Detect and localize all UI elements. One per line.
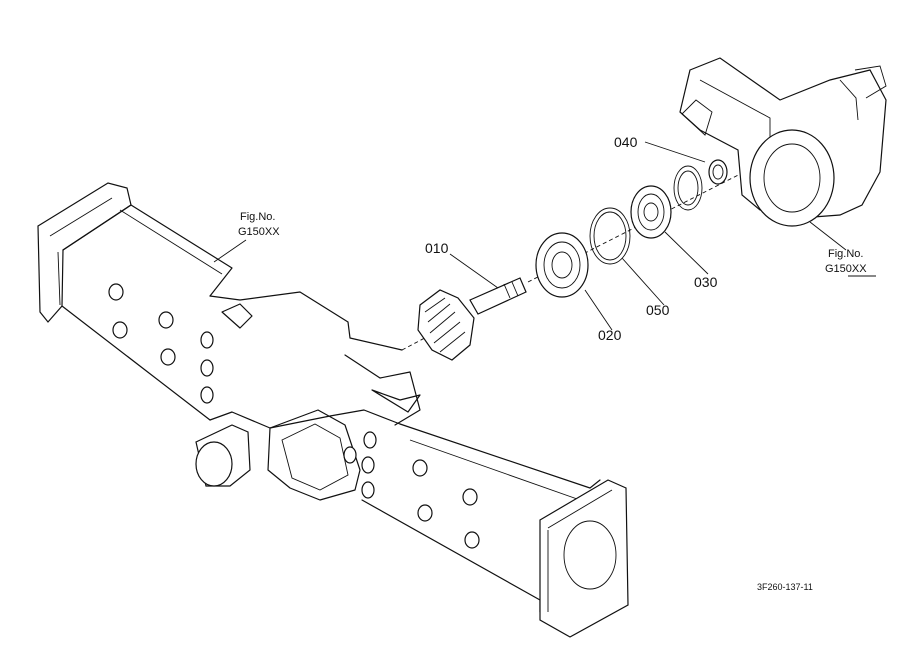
drawing-code: 3F260-137-11: [757, 582, 813, 592]
collar: [673, 159, 728, 211]
figure-ref-code: G150XX: [825, 263, 867, 275]
callout-050: 050: [646, 302, 670, 318]
figure-ref-code: G150XX: [238, 226, 280, 238]
figure-ref-right: Fig.No. G150XX: [825, 248, 876, 277]
bolt-bosses-left: [108, 283, 214, 404]
left-end-flange: [37, 182, 132, 323]
figure-ref-title: Fig.No.: [240, 211, 275, 223]
leader-lines: [213, 141, 847, 331]
ball-bearing-small: [630, 185, 672, 239]
right-end-flange: [539, 479, 629, 638]
gear-case: [679, 57, 887, 227]
callout-010: 010: [425, 240, 449, 256]
axle-housing: [37, 182, 629, 638]
ball-bearing-large: [535, 232, 589, 298]
bevel-pinion-shaft: [417, 277, 527, 361]
callout-030: 030: [694, 274, 718, 290]
snap-ring: [589, 207, 631, 265]
bolt-bosses-right: [343, 431, 480, 549]
callout-020: 020: [598, 327, 622, 343]
figure-ref-title: Fig.No.: [828, 248, 863, 260]
callout-040: 040: [614, 134, 638, 150]
figure-ref-left: Fig.No. G150XX: [238, 211, 280, 238]
